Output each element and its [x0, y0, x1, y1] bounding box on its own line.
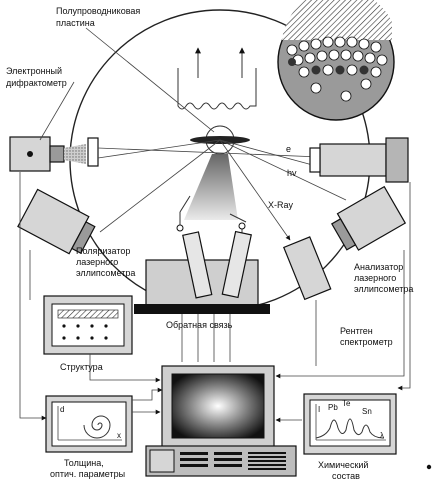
peak-label-pb: Pb [328, 403, 338, 412]
wafer-magnified-inset [277, 0, 395, 121]
effusion-cells [134, 230, 270, 314]
xray-spectrometer [283, 236, 332, 301]
diffractometer-label-line2: дифрактометр [6, 78, 67, 88]
chemical-label-line2: состав [332, 471, 360, 481]
analyzer-label-line3: эллипсометра [354, 284, 413, 294]
beam-lines: e hv X-Ray [97, 139, 347, 241]
structure-monitor [43, 295, 133, 355]
beam-e-label: e [286, 144, 291, 154]
chemical-label-line1: Химический [318, 460, 368, 470]
ellipsometer-analyzer [331, 185, 407, 251]
analyzer-label-line2: лазерного [354, 273, 396, 283]
chemical-axis-lambda: λ [380, 431, 384, 440]
feedback-label: Обратная связь [166, 320, 233, 330]
bullet-dot [426, 464, 432, 470]
xray-label: X-Ray [268, 200, 294, 210]
thickness-label-line2: оптич. параметры [50, 469, 125, 479]
diffractometer-label-line1: Электронный [6, 66, 62, 76]
polarizer-label-line1: Поляризатор [76, 246, 130, 256]
spectrometer-label-line2: спектрометр [340, 337, 393, 347]
analyzer-label-line1: Анализатор [354, 262, 403, 272]
peak-label-te: Te [342, 399, 351, 408]
chemical-axis-i: I [318, 405, 320, 414]
ellipsometer-polarizer [17, 188, 96, 255]
wafer-label-line2: пластина [56, 18, 95, 28]
thickness-monitor: d х [45, 395, 133, 453]
peak-label-sn: Sn [362, 407, 372, 416]
chemical-monitor: I λ Pb Te Sn [303, 393, 397, 455]
heater-coil [177, 47, 257, 110]
control-computer [145, 365, 297, 477]
spectrometer-label-line1: Рентген [340, 326, 373, 336]
shutter-switches [176, 195, 247, 240]
polarizer-label-line2: лазерного [76, 257, 118, 267]
illumination-cone [184, 154, 238, 220]
electron-diffractometer [9, 136, 99, 172]
polarizer-label-line3: эллипсометра [76, 268, 135, 278]
signal-connections [19, 27, 411, 423]
thickness-axis-x: х [117, 431, 121, 440]
thickness-axis-d: d [60, 405, 64, 414]
wafer-label-line1: Полупроводниковая [56, 6, 140, 16]
thickness-label-line1: Толщина, [64, 458, 104, 468]
beam-hv-label: hv [287, 168, 297, 178]
structure-label: Структура [60, 362, 103, 372]
electron-detector [309, 137, 409, 183]
